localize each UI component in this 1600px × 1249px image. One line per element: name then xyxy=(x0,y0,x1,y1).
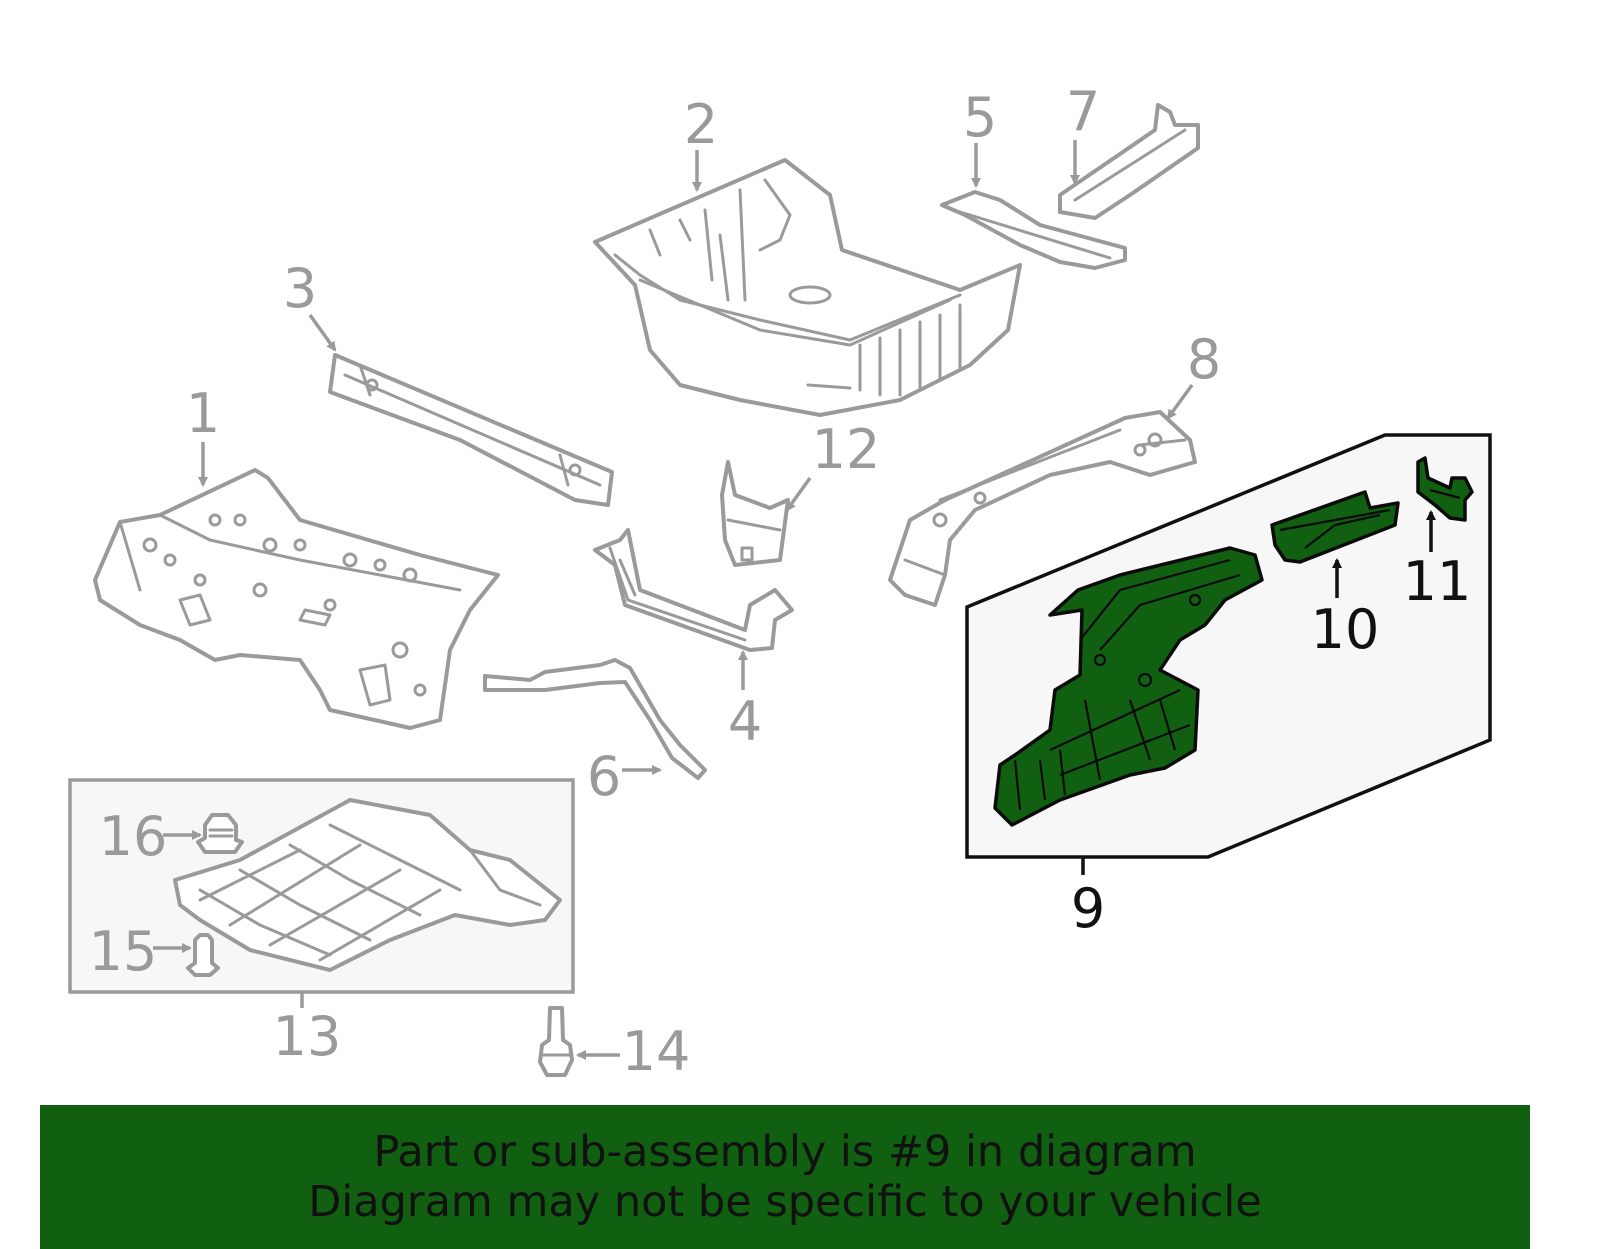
part-13-inset-box[interactable] xyxy=(68,778,575,994)
part-15-clip[interactable] xyxy=(186,933,220,977)
callout-12: 12 xyxy=(812,418,881,481)
part-9-rear-side-frame[interactable] xyxy=(993,546,1264,827)
callout-7: 7 xyxy=(1066,80,1100,143)
part-16-clip[interactable] xyxy=(196,813,244,854)
callout-11: 11 xyxy=(1403,550,1472,613)
callout-1: 1 xyxy=(186,382,220,445)
callout-15: 15 xyxy=(89,920,158,983)
part-12-bracket[interactable] xyxy=(720,460,790,567)
part-6-strap[interactable] xyxy=(483,658,707,780)
callout-16: 16 xyxy=(99,805,168,868)
part-1-rear-floor-panel[interactable] xyxy=(93,468,500,730)
callout-3: 3 xyxy=(283,257,317,320)
leader-lines xyxy=(153,140,1436,1060)
callout-13: 13 xyxy=(273,1005,342,1068)
info-banner: Part or sub-assembly is #9 in diagram Di… xyxy=(40,1105,1530,1249)
callout-9: 9 xyxy=(1071,877,1105,940)
callout-10: 10 xyxy=(1311,598,1380,661)
part-7-plate[interactable] xyxy=(1058,103,1200,220)
banner-line-1: Part or sub-assembly is #9 in diagram xyxy=(373,1127,1197,1177)
part-10-channel[interactable] xyxy=(1270,490,1400,564)
callout-8: 8 xyxy=(1187,328,1221,391)
part-2-spare-tire-well[interactable] xyxy=(593,158,1022,417)
callout-6: 6 xyxy=(587,745,621,808)
part-4-bracket[interactable] xyxy=(593,528,794,652)
banner-line-2: Diagram may not be specific to your vehi… xyxy=(308,1177,1262,1227)
callout-labels: 1 2 3 4 5 6 7 8 9 10 11 12 13 14 15 16 xyxy=(89,80,1472,1083)
callout-2: 2 xyxy=(684,93,718,156)
callout-14: 14 xyxy=(622,1020,691,1083)
part-8-side-rail[interactable] xyxy=(888,410,1197,607)
callout-4: 4 xyxy=(728,690,762,753)
callout-5: 5 xyxy=(963,86,997,149)
part-5-reinforcement[interactable] xyxy=(940,190,1127,270)
part-14-bolt[interactable] xyxy=(538,1006,574,1077)
part-3-crossmember[interactable] xyxy=(328,353,614,507)
part-11-bracket[interactable] xyxy=(1416,456,1474,522)
